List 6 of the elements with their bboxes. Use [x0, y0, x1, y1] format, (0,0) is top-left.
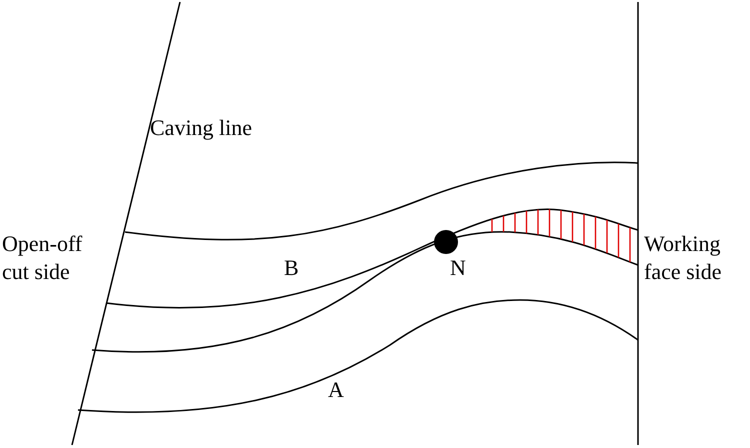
side-label: Working face side — [644, 230, 723, 286]
layer-label: B — [284, 254, 299, 282]
area-label: Caving line — [150, 114, 252, 142]
layer-label: A — [328, 376, 344, 404]
side-label: Open-off cut side — [2, 230, 84, 286]
point-label: N — [450, 254, 466, 282]
